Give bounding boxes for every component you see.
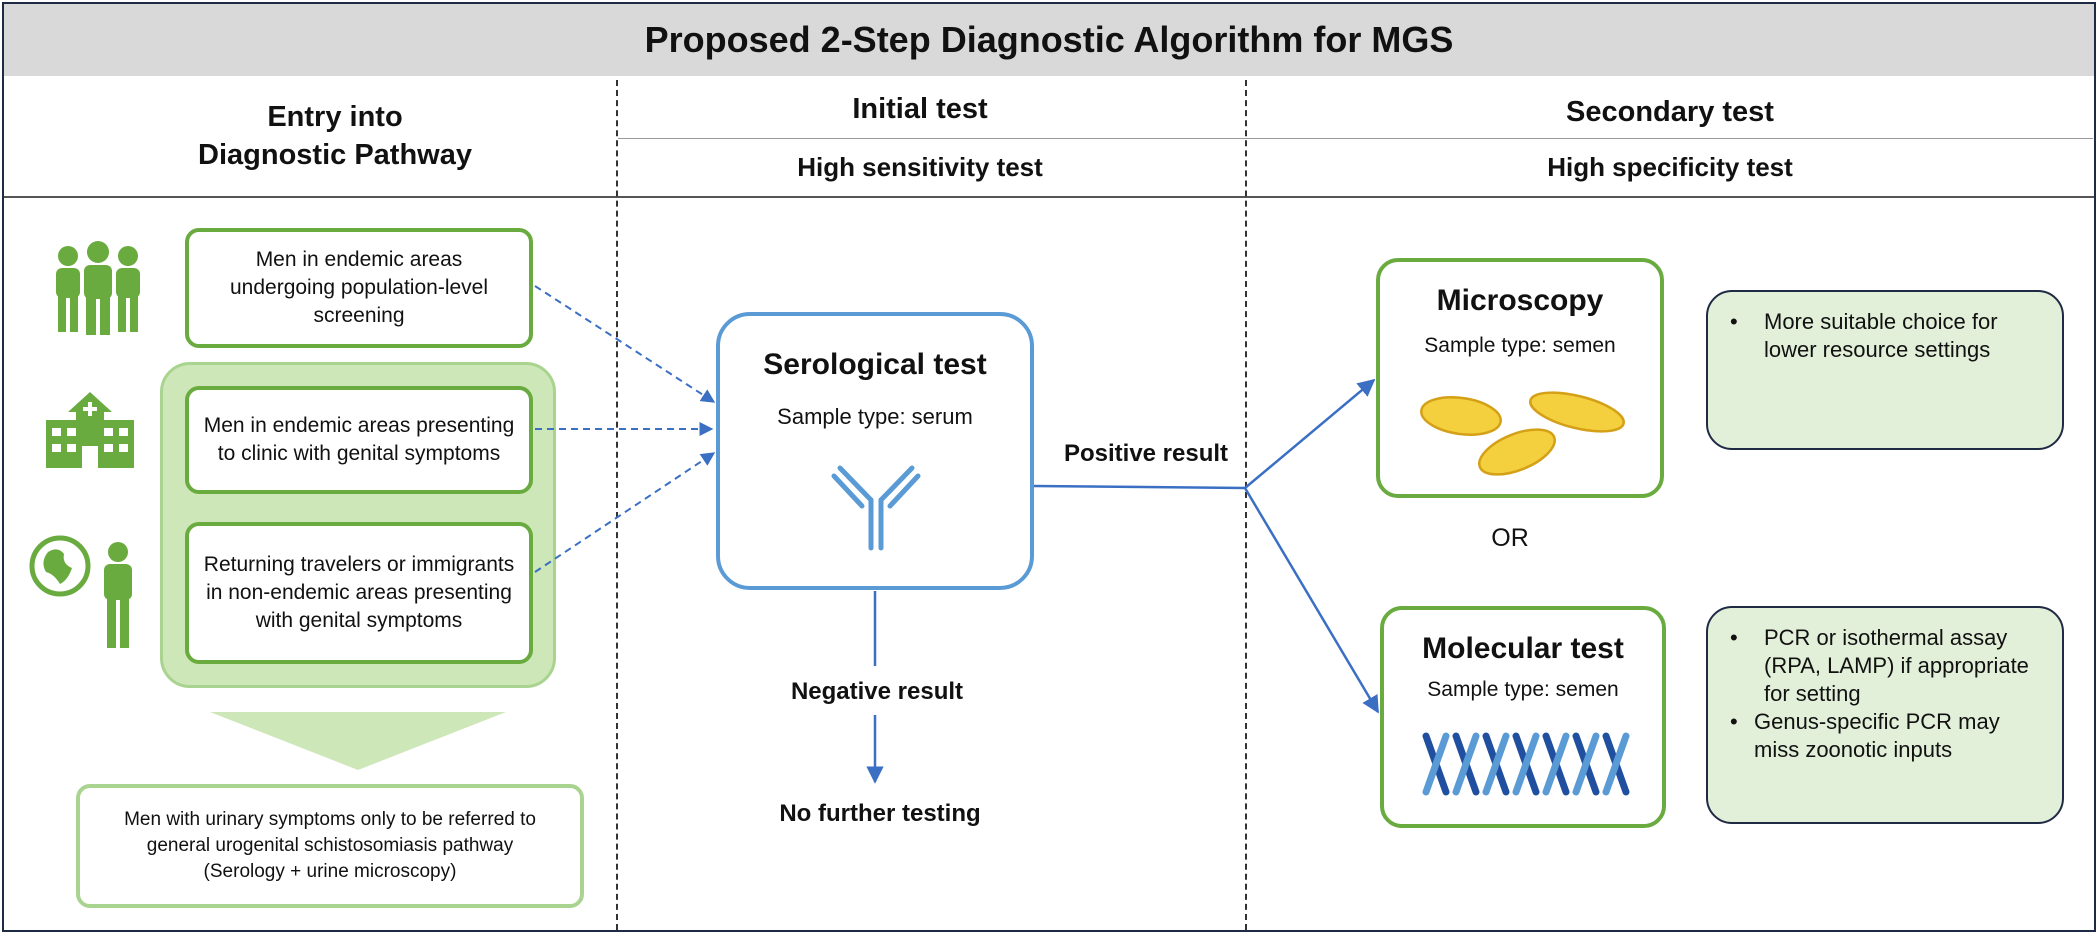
molecular-sample: Sample type: semen	[1427, 678, 1619, 701]
solid-arrows	[866, 378, 1380, 784]
column-subheader-initial: High sensitivity test	[797, 152, 1043, 182]
entry-box-travelers: Returning travelers or immigrants in non…	[185, 522, 533, 664]
referral-line2: general urogenital schistosomiasis pathw…	[146, 835, 514, 856]
positive-line	[1033, 484, 1246, 490]
referral-line1: Men with urinary symptoms only to be ref…	[124, 809, 536, 830]
microscopy-box: Microscopy Sample type: semen	[1376, 258, 1664, 498]
molecular-title: Molecular test	[1422, 632, 1624, 665]
antibody-icon	[831, 465, 921, 551]
header-divider-sub	[618, 138, 2093, 139]
column-divider-left	[616, 80, 618, 930]
microscopy-note-item: More suitable choice for lower resource …	[1730, 308, 2040, 364]
entry-box-clinic: Men in endemic areas presenting to clini…	[185, 386, 533, 494]
no-further-testing-label: No further testing	[779, 800, 981, 827]
serological-sample: Sample type: serum	[777, 404, 973, 429]
or-label: OR	[1491, 524, 1529, 552]
molecular-note: PCR or isothermal assay (RPA, LAMP) if a…	[1706, 606, 2064, 824]
microscopy-title: Microscopy	[1436, 284, 1604, 317]
people-group-icon	[56, 241, 140, 335]
hospital-icon	[46, 392, 134, 468]
negative-result-label: Negative result	[790, 678, 964, 705]
column-header-secondary: Secondary test	[1566, 96, 1774, 128]
dashed-arrow-travelers	[534, 452, 716, 573]
egg-icon	[1420, 391, 1625, 476]
microscopy-sample: Sample type: semen	[1424, 334, 1616, 357]
referral-box: Men with urinary symptoms only to be ref…	[76, 784, 584, 908]
column-divider-right	[1245, 80, 1247, 930]
dna-icon	[1422, 732, 1630, 796]
entry-box-screening: Men in endemic areas undergoing populati…	[185, 228, 533, 348]
down-triangle	[210, 712, 506, 770]
positive-result-label: Positive result	[1063, 440, 1229, 467]
column-header-initial: Initial test	[852, 93, 988, 125]
header-divider-bottom	[4, 196, 2094, 198]
arrow-to-molecular	[1243, 487, 1380, 714]
referral-line3: (Serology + urine microscopy)	[203, 861, 457, 882]
dashed-arrows	[534, 285, 716, 573]
entry-label-line1: Entry into	[267, 101, 403, 133]
arrow-to-microscopy	[1244, 378, 1376, 489]
dashed-arrow-screening	[534, 285, 716, 403]
serological-title: Serological test	[763, 348, 987, 381]
molecular-note-item-2: Genus-specific PCR may miss zoonotic inp…	[1730, 708, 2040, 764]
molecular-note-item-1: PCR or isothermal assay (RPA, LAMP) if a…	[1730, 624, 2040, 708]
column-header-entry: Entry into Diagnostic Pathway	[40, 98, 630, 174]
figure-title: Proposed 2-Step Diagnostic Algorithm for…	[4, 4, 2094, 76]
serological-test-box: Serological test Sample type: serum	[716, 312, 1034, 590]
globe-person-icon	[29, 535, 132, 648]
entry-label-line2: Diagnostic Pathway	[198, 139, 472, 171]
column-subheader-secondary: High specificity test	[1547, 152, 1793, 182]
microscopy-note: More suitable choice for lower resource …	[1706, 290, 2064, 450]
